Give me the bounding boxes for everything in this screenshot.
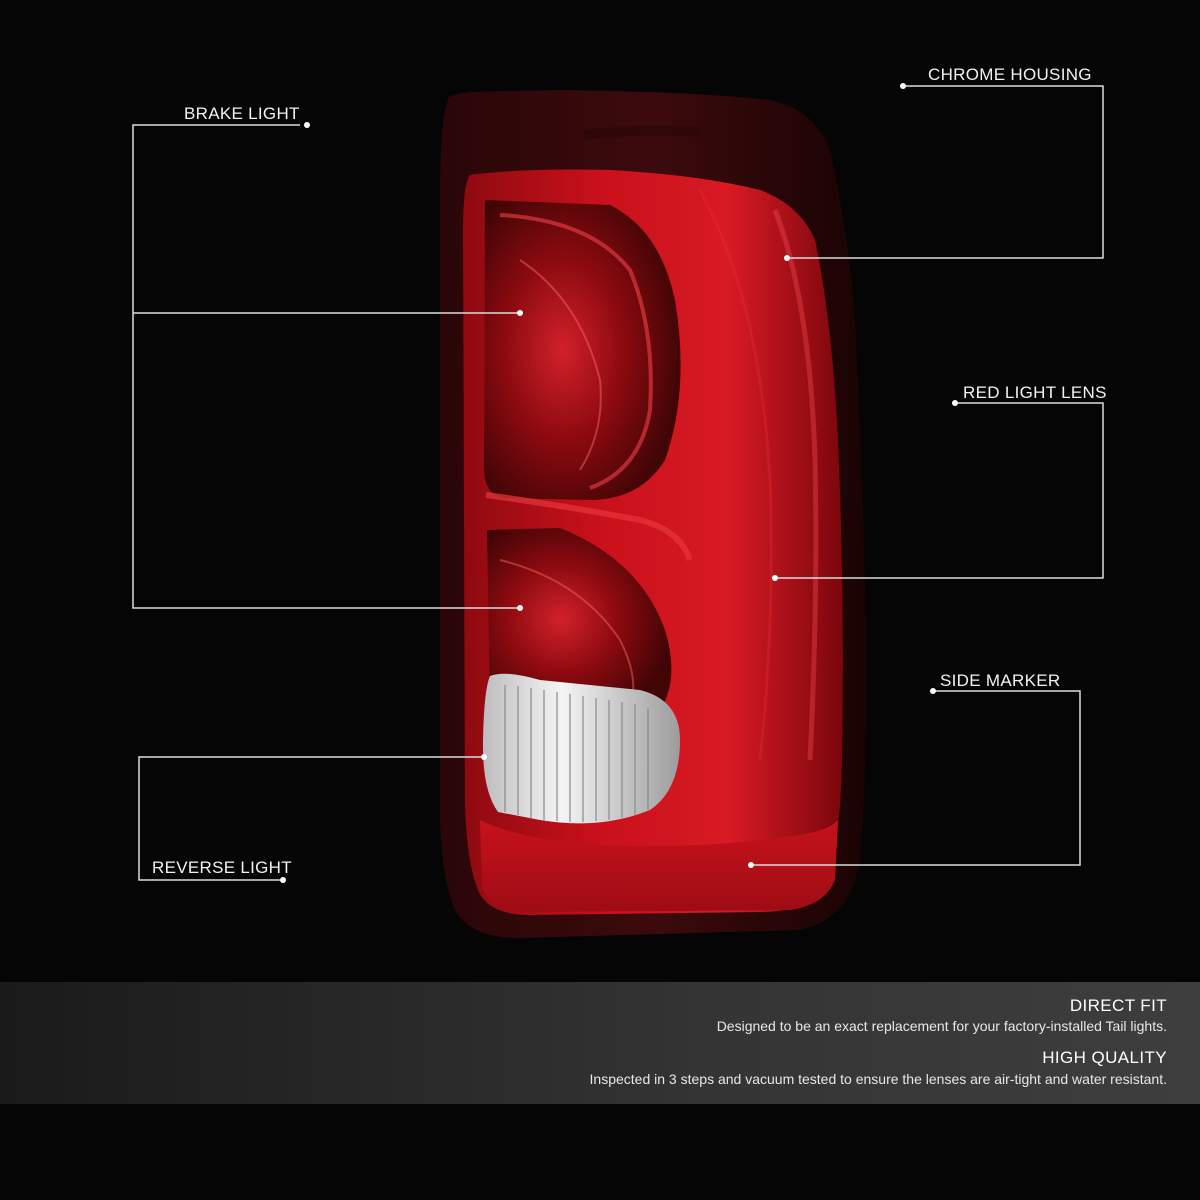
high-quality-text: Inspected in 3 steps and vacuum tested t… [589,1071,1167,1087]
reverse-light-ribs [504,685,649,822]
reverse-light-lens [482,673,680,824]
direct-fit-text: Designed to be an exact replacement for … [716,1018,1167,1034]
callout-reverse-light: REVERSE LIGHT [152,858,292,877]
lower-brake-chamber [487,528,672,710]
callout-red-light-lens: RED LIGHT LENS [963,383,1107,402]
callout-chrome-housing: CHROME HOUSING [928,65,1092,84]
callout-dots [280,83,958,883]
high-quality-title: HIGH QUALITY [1042,1048,1167,1067]
callout-lines [132,85,1104,881]
feature-info-band: DIRECT FIT Designed to be an exact repla… [0,982,1200,1104]
callout-side-marker: SIDE MARKER [940,671,1061,690]
side-marker-section [480,820,838,912]
callout-brake-light: BRAKE LIGHT [184,104,300,123]
direct-fit-title: DIRECT FIT [1069,996,1167,1015]
